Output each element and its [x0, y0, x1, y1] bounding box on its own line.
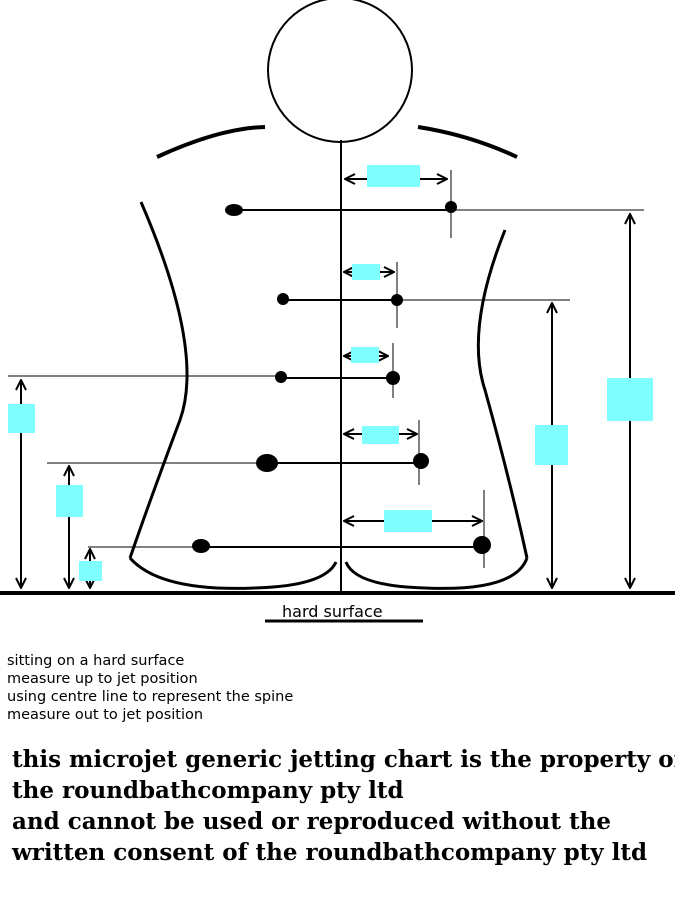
measurement-box [8, 404, 35, 433]
jetting-diagram: hard surface [0, 0, 675, 623]
right-shoulder-outline [417, 125, 518, 159]
jet-marker-right [445, 201, 457, 213]
jet-row-5 [88, 490, 491, 568]
instruction-line: measure up to jet position [7, 671, 198, 687]
copyright-line: written consent of the roundbathcompany … [12, 839, 648, 866]
right-buttock-outline [344, 557, 529, 590]
measurement-box [56, 485, 83, 517]
copyright-line: the roundbathcompany pty ltd [12, 777, 404, 804]
jet-marker-left [275, 371, 287, 383]
height-measure-row-2 [535, 303, 568, 588]
jet-row-4 [47, 420, 429, 485]
jet-marker-left [192, 539, 210, 553]
measurement-box [384, 510, 432, 532]
jet-marker-right [386, 371, 400, 385]
instruction-line: using centre line to represent the spine [7, 689, 294, 705]
height-measure-row-5 [79, 549, 102, 588]
left-buttock-outline [128, 557, 338, 590]
left-torso-outline [128, 201, 189, 559]
jet-row-2 [277, 262, 570, 328]
jet-row-3 [8, 343, 400, 398]
instruction-line: measure out to jet position [7, 707, 204, 723]
head-outline [267, 0, 413, 143]
jet-marker-right [473, 536, 491, 554]
measurement-box [79, 561, 102, 581]
jet-marker-left [256, 454, 278, 472]
height-measure-row-4 [56, 466, 83, 588]
measurement-box [367, 165, 420, 187]
hard-surface-label: hard surface [282, 602, 383, 621]
height-measure-row-1 [607, 214, 653, 588]
jet-marker-left [277, 293, 289, 305]
copyright-notice: this microjet generic jetting chart is t… [12, 744, 675, 868]
instructions-text: sitting on a hard surface measure up to … [7, 652, 293, 724]
measurement-box [362, 426, 399, 444]
copyright-line: and cannot be used or reproduced without… [12, 808, 611, 835]
measurement-box [535, 425, 568, 465]
jet-row-1 [225, 165, 644, 238]
measurement-box [351, 347, 379, 363]
instruction-line: sitting on a hard surface [7, 653, 185, 669]
height-measure-row-3 [8, 380, 35, 588]
left-shoulder-outline [156, 125, 266, 159]
jet-marker-right [391, 294, 403, 306]
measurement-box [352, 264, 380, 280]
measurement-box [607, 378, 653, 421]
copyright-line: this microjet generic jetting chart is t… [12, 746, 675, 773]
right-torso-outline [476, 229, 529, 559]
jet-marker-left [225, 204, 243, 216]
jet-marker-right [413, 453, 429, 469]
